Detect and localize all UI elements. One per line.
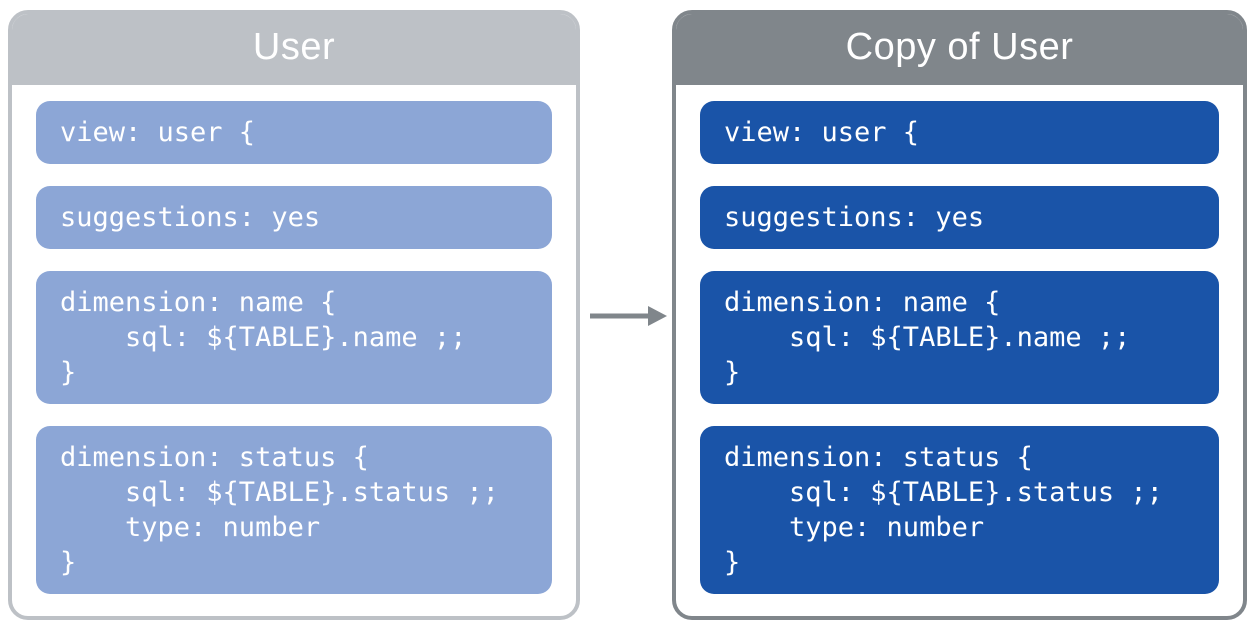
user-panel-body: view: user { suggestions: yes dimension:… <box>12 85 576 594</box>
user-panel-title: User <box>252 25 336 68</box>
code-block-dimension-status: dimension: status { sql: ${TABLE}.status… <box>700 426 1219 594</box>
code-block-view-declaration: view: user { <box>700 101 1219 164</box>
copy-of-user-panel-body: view: user { suggestions: yes dimension:… <box>676 85 1243 594</box>
code-block-suggestions: suggestions: yes <box>700 186 1219 249</box>
copy-of-user-panel-title: Copy of User <box>845 25 1074 68</box>
copy-of-user-panel-header: Copy of User <box>676 14 1243 85</box>
code-block-dimension-name: dimension: name { sql: ${TABLE}.name ;; … <box>700 271 1219 404</box>
copy-of-user-panel: Copy of User view: user { suggestions: y… <box>672 10 1247 620</box>
code-block-view-declaration: view: user { <box>36 101 552 164</box>
code-block-suggestions: suggestions: yes <box>36 186 552 249</box>
user-panel-header: User <box>12 14 576 85</box>
copy-arrow <box>590 299 668 333</box>
code-block-dimension-status: dimension: status { sql: ${TABLE}.status… <box>36 426 552 594</box>
user-panel: User view: user { suggestions: yes dimen… <box>8 10 580 620</box>
code-block-dimension-name: dimension: name { sql: ${TABLE}.name ;; … <box>36 271 552 404</box>
arrow-right-icon <box>590 306 667 326</box>
